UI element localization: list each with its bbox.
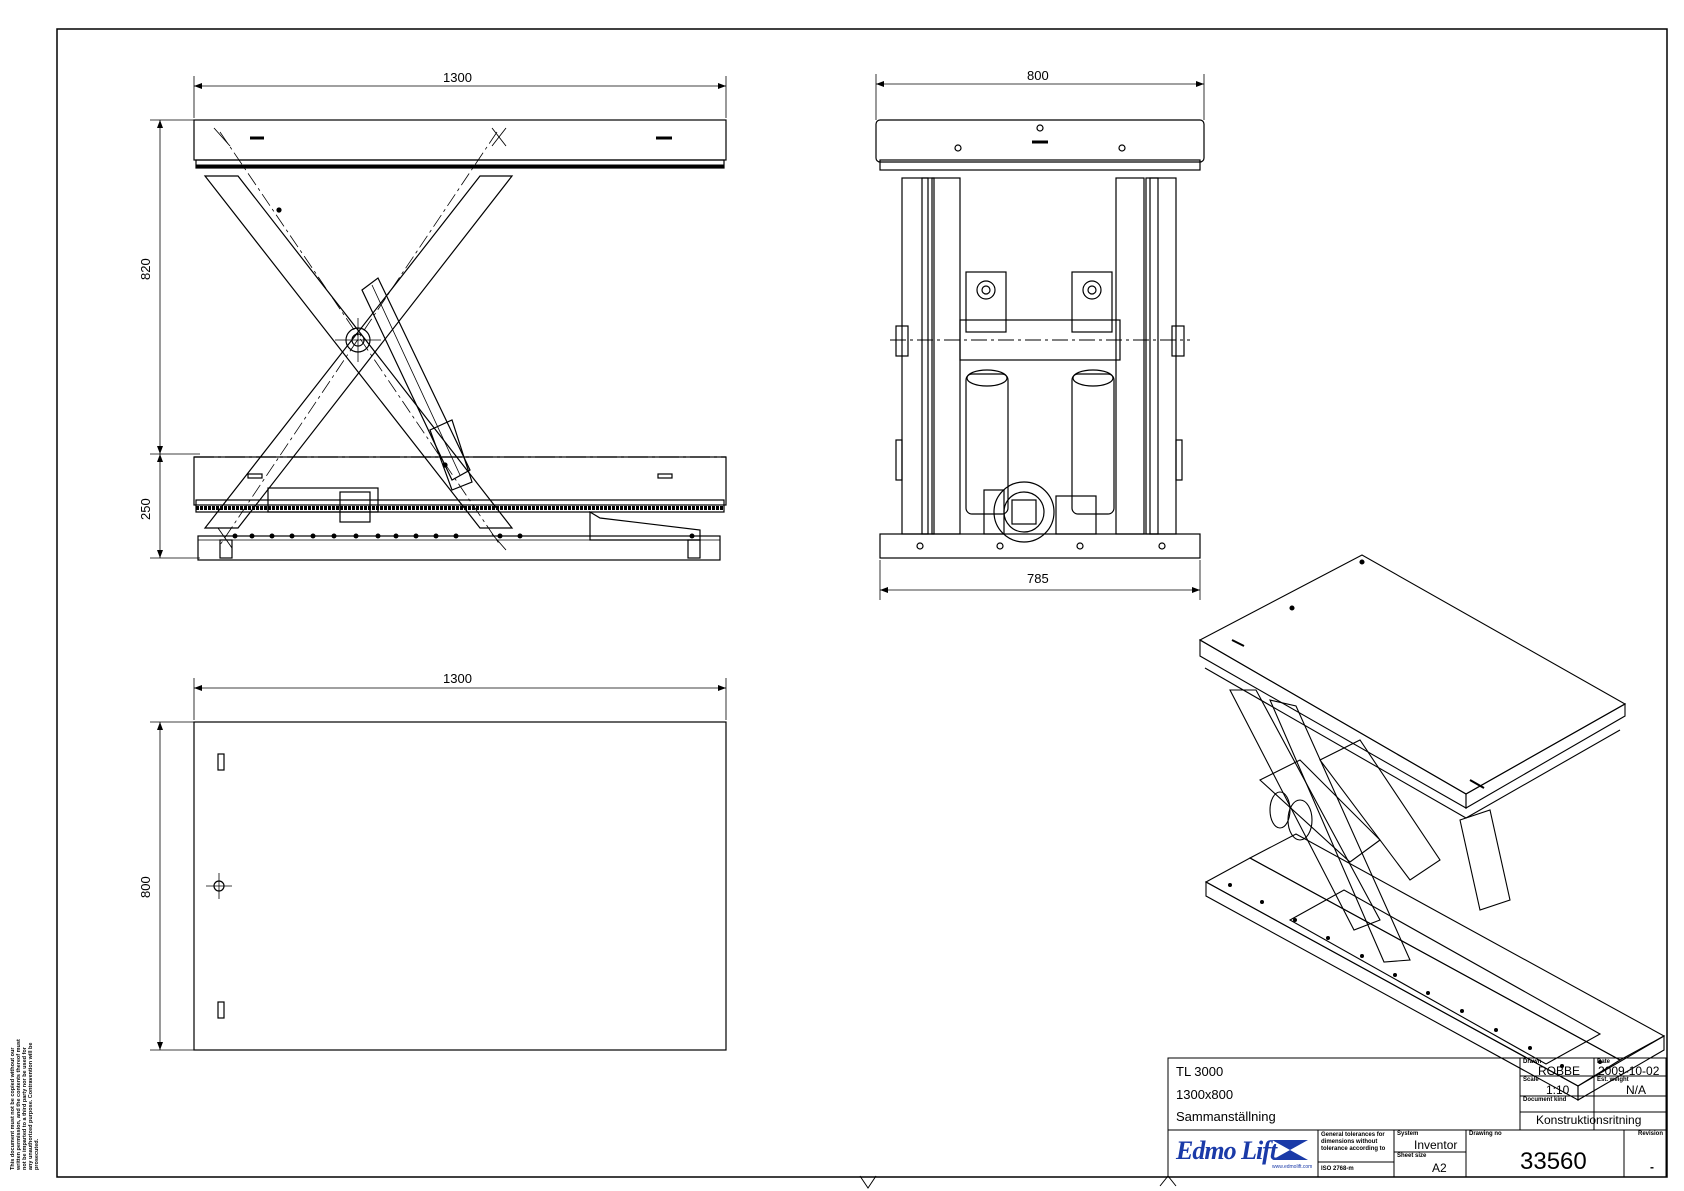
weight-label: Est. weight: [1597, 1077, 1629, 1083]
doc-kind-label: Document kind: [1523, 1097, 1567, 1103]
title-line-3: Sammanställning: [1176, 1109, 1276, 1124]
tolerance-label-3: tolerance according to: [1321, 1146, 1386, 1152]
side-view: [150, 76, 727, 561]
title-line-1: TL 3000: [1176, 1064, 1224, 1079]
tolerance-value: ISO 2768-m: [1321, 1166, 1354, 1172]
dim-side-width: 1300: [443, 70, 472, 85]
sheet-value: A2: [1432, 1161, 1447, 1175]
dim-side-height-upper: 820: [138, 258, 153, 280]
logo-url: www.edmolift.com: [1272, 1164, 1313, 1170]
date-label: Date: [1597, 1059, 1611, 1065]
drawing-no-label: Drawing no: [1469, 1131, 1502, 1137]
system-label: System: [1397, 1131, 1419, 1137]
drawing-no-value: 33560: [1520, 1148, 1587, 1175]
doc-kind-value: Konstruktionsritning: [1536, 1113, 1642, 1127]
sheet-label: Sheet size: [1397, 1153, 1427, 1159]
dim-top-width: 1300: [443, 671, 472, 686]
weight-value: N/A: [1626, 1083, 1647, 1097]
scale-value: 1:10: [1546, 1083, 1570, 1097]
dim-side-height-lower: 250: [138, 498, 153, 520]
date-value: 2009-10-02: [1598, 1064, 1660, 1078]
system-value: Inventor: [1414, 1138, 1458, 1152]
revision-label: Revision: [1638, 1131, 1664, 1137]
drawn-label: Drawn: [1523, 1059, 1542, 1065]
center-mark-bottom: [859, 1175, 877, 1189]
title-line-2: 1300x800: [1176, 1087, 1234, 1102]
tolerance-label-1: General tolerances for: [1321, 1132, 1385, 1138]
dim-front-base-width: 785: [1027, 571, 1049, 586]
front-view: [875, 74, 1205, 600]
edmolift-logo: Edmo Lift www.edmolift.com: [1172, 1134, 1316, 1174]
isometric-view: [1198, 554, 1666, 1101]
dim-top-depth: 800: [138, 876, 153, 898]
copyright-notice: This document must not be copied without…: [10, 994, 40, 1170]
drawn-value: ROBBE: [1538, 1064, 1581, 1078]
revision-value: -: [1650, 1160, 1654, 1174]
dim-front-width: 800: [1027, 68, 1049, 83]
scale-label: Scale: [1523, 1077, 1539, 1083]
title-block: [1167, 1057, 1667, 1178]
copyright-line: prosecuted.: [34, 1138, 40, 1170]
top-view: [150, 678, 727, 1051]
logo-scissor-icon: [1272, 1140, 1308, 1160]
sheet-border: [56, 28, 1668, 1178]
logo-text: Edmo Lift: [1176, 1136, 1277, 1165]
tolerance-label-2: dimensions without: [1321, 1139, 1378, 1145]
